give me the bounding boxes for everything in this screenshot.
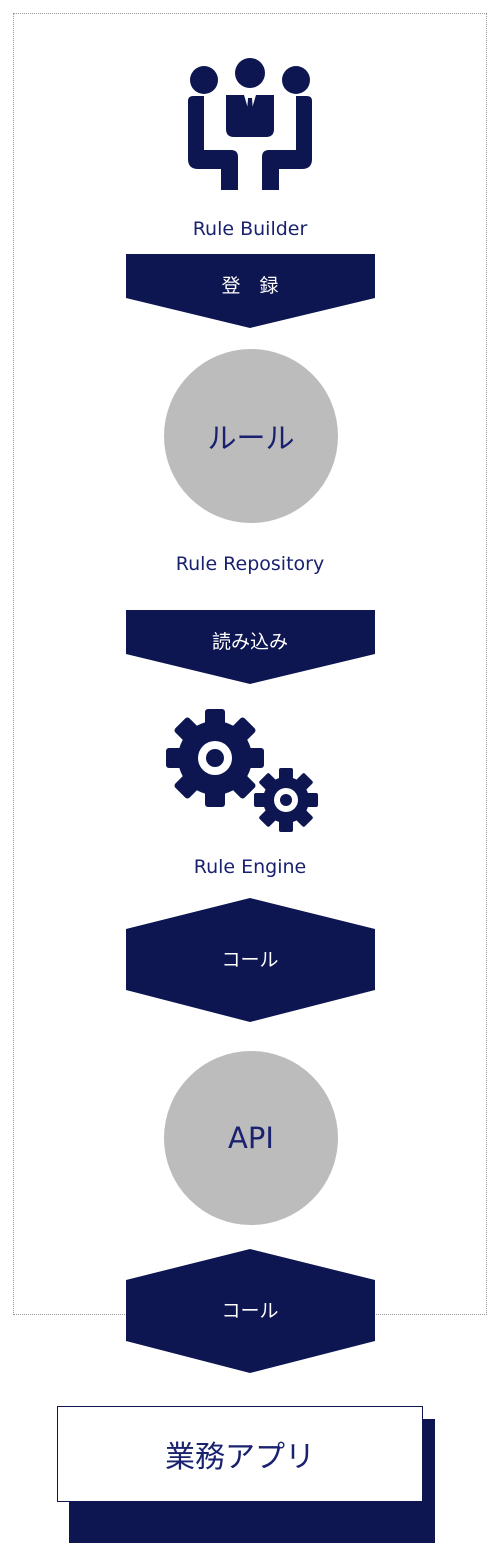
rule-repository-label: Rule Repository bbox=[175, 553, 325, 575]
rule-circle: ルール bbox=[164, 349, 338, 523]
call-hexagon-2-label: コール bbox=[221, 1300, 279, 1322]
business-app-label: 業務アプリ bbox=[165, 1440, 315, 1475]
load-arrow-label: 読み込み bbox=[211, 631, 288, 653]
api-circle-label: API bbox=[228, 1121, 274, 1155]
api-circle: API bbox=[164, 1051, 338, 1225]
call-hexagon-1-label: コール bbox=[221, 949, 279, 971]
register-arrow bbox=[126, 254, 375, 328]
rule-circle-label: ルール bbox=[207, 421, 295, 455]
people-meeting-icon bbox=[188, 58, 312, 190]
rule-engine-label: Rule Engine bbox=[193, 856, 307, 878]
load-arrow bbox=[126, 610, 375, 684]
call-hexagon-2 bbox=[126, 1249, 375, 1373]
rule-builder-label: Rule Builder bbox=[192, 218, 308, 240]
call-hexagon-1 bbox=[126, 898, 375, 1022]
gears-icon bbox=[166, 709, 318, 832]
register-arrow-label: 登 録 bbox=[221, 275, 279, 297]
business-app-box: 業務アプリ bbox=[57, 1406, 423, 1502]
